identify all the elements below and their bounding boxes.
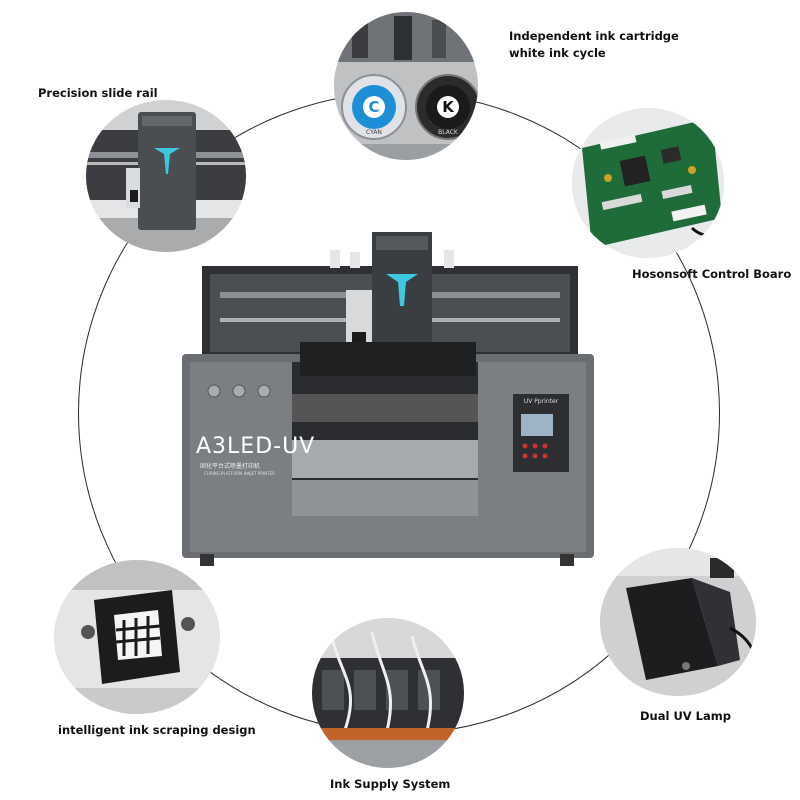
label-ink-scraping: intelligent ink scraping design [58,723,256,737]
printer-model-name: A3LED-UV [196,434,316,459]
label-uv-lamp: Dual UV Lamp [640,709,731,723]
label-control-board: Hosonsoft Control Boaro [632,267,792,281]
black-cap-letter: K [442,98,454,116]
control-panel-label: UV Pprinter [523,398,559,405]
printer-subtitle-en: CURING PLATFORM INKJET PRINTER [204,471,275,476]
label-ink-supply: Ink Supply System [330,777,451,791]
printer-image: A3LED-UV 固化平台式喷墨打印机 CURING PLATFORM INKJ… [180,222,610,568]
label-ink-cartridge-line1: Independent ink cartridge [509,29,679,43]
cyan-cap-letter: C [368,98,380,116]
label-ink-cartridge-line2: white ink cycle [509,46,606,60]
cyan-cap-label: CYAN [366,129,382,136]
control-board-photo [572,108,724,258]
uv-lamp-photo [600,548,756,696]
printer-subtitle-cn: 固化平台式喷墨打印机 [200,463,261,470]
ink-scraping-photo [54,560,220,714]
black-cap-label: BLACK [438,129,458,136]
label-precision-slide-rail: Precision slide rail [38,86,158,100]
ink-supply-photo [312,618,464,768]
ink-cartridge-photo: C CYAN K BLACK [334,12,478,160]
